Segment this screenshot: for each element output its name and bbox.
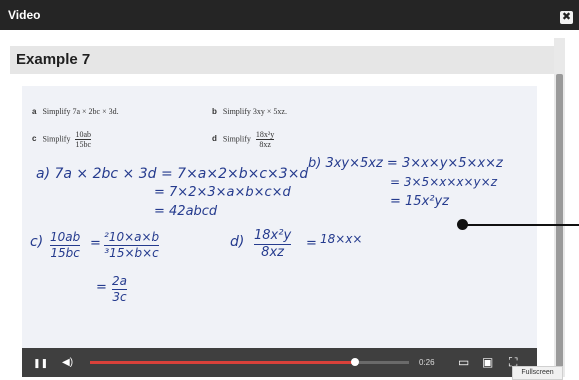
- denominator: 8xz: [261, 245, 284, 260]
- question-a: a Simplify 7a × 2bc × 3d.: [32, 107, 119, 116]
- handwriting-c-result: 2a 3c: [112, 274, 127, 305]
- player-controls: ❚❚ ◀) 0:26 ▭ ▣ ⛶: [22, 348, 537, 377]
- question-d: d Simplify 18x²y 8xz: [212, 130, 275, 149]
- handwriting-c-label: c): [30, 234, 44, 250]
- time-remaining: 0:26: [419, 358, 435, 367]
- question-c: c Simplify 10ab 15bc: [32, 130, 92, 149]
- denominator: 8xz: [259, 140, 271, 149]
- handwriting-d-label: d): [230, 234, 245, 250]
- denominator: 15bc: [75, 140, 92, 149]
- progress-bar[interactable]: [90, 358, 409, 366]
- captions-icon[interactable]: ▭: [458, 355, 470, 369]
- question-prompt: Simplify: [42, 134, 71, 144]
- handwriting-c-working: ²10×a×b ³15×b×c: [104, 230, 160, 261]
- handwriting-a-line2: = 7×2×3×a×b×c×d: [154, 185, 291, 200]
- heading-bar: Example 7: [10, 46, 554, 74]
- close-button[interactable]: ✖: [560, 11, 573, 24]
- handwriting-b-line2: = 3×5×x×x×y×z: [390, 175, 498, 189]
- denominator: 3c: [112, 290, 127, 304]
- question-b: b Simplify 3xy × 5xz.: [212, 107, 287, 116]
- fraction: 18x²y 8xz: [255, 130, 275, 149]
- fullscreen-tooltip: Fullscreen: [512, 366, 563, 380]
- handwriting-b-line3: = 15x²yz: [390, 194, 449, 209]
- numerator: 18x²y: [254, 228, 292, 245]
- progress-handle[interactable]: [350, 358, 359, 366]
- fullscreen-icon[interactable]: ⛶: [509, 355, 518, 369]
- handwriting-b-line1: b) 3xy×5xz = 3×x×y×5×x×z: [308, 156, 503, 171]
- pointer-dot: [457, 219, 468, 230]
- fraction: 10ab 15bc: [75, 130, 92, 149]
- handwriting-c-fraction: 10ab 15bc: [50, 230, 81, 261]
- handwriting-a-line1: a) 7a × 2bc × 3d = 7×a×2×b×c×3×d: [36, 166, 309, 182]
- equals-sign: =: [90, 236, 101, 251]
- handwriting-d-fraction: 18x²y 8xz: [254, 228, 292, 261]
- window-title: Video: [8, 8, 41, 22]
- numerator: 18x²y: [255, 130, 275, 140]
- question-prompt: Simplify: [222, 134, 251, 144]
- question-prompt: Simplify 7a × 2bc × 3d.: [42, 107, 119, 116]
- question-letter: d: [212, 134, 217, 144]
- volume-icon[interactable]: ◀): [62, 357, 74, 368]
- numerator: ²10×a×b: [104, 230, 160, 246]
- pointer-line: [463, 224, 579, 226]
- question-letter: c: [32, 134, 37, 144]
- page-title: Example 7: [16, 51, 91, 68]
- denominator: ³15×b×c: [104, 246, 159, 260]
- handwriting-d-working: 18×x×: [320, 232, 363, 246]
- handwriting-a-line3: = 42abcd: [154, 204, 218, 219]
- denominator: 15bc: [50, 246, 80, 260]
- scrollbar-thumb[interactable]: [556, 74, 563, 368]
- picture-in-picture-icon[interactable]: ▣: [482, 355, 494, 369]
- numerator: 10ab: [50, 230, 81, 246]
- question-prompt: Simplify 3xy × 5xz.: [222, 107, 287, 116]
- question-letter: b: [212, 107, 217, 116]
- question-letter: a: [32, 107, 37, 116]
- equals-sign: =: [306, 236, 317, 251]
- progress-played: [90, 361, 355, 364]
- equals-sign: =: [96, 280, 107, 295]
- numerator: 2a: [112, 274, 127, 290]
- scrollbar[interactable]: [554, 38, 565, 377]
- video-player[interactable]: a Simplify 7a × 2bc × 3d. b Simplify 3xy ×…: [22, 86, 537, 377]
- numerator: 10ab: [75, 130, 92, 140]
- title-bar: Video ✖: [0, 0, 579, 30]
- pause-icon[interactable]: ❚❚: [33, 358, 49, 368]
